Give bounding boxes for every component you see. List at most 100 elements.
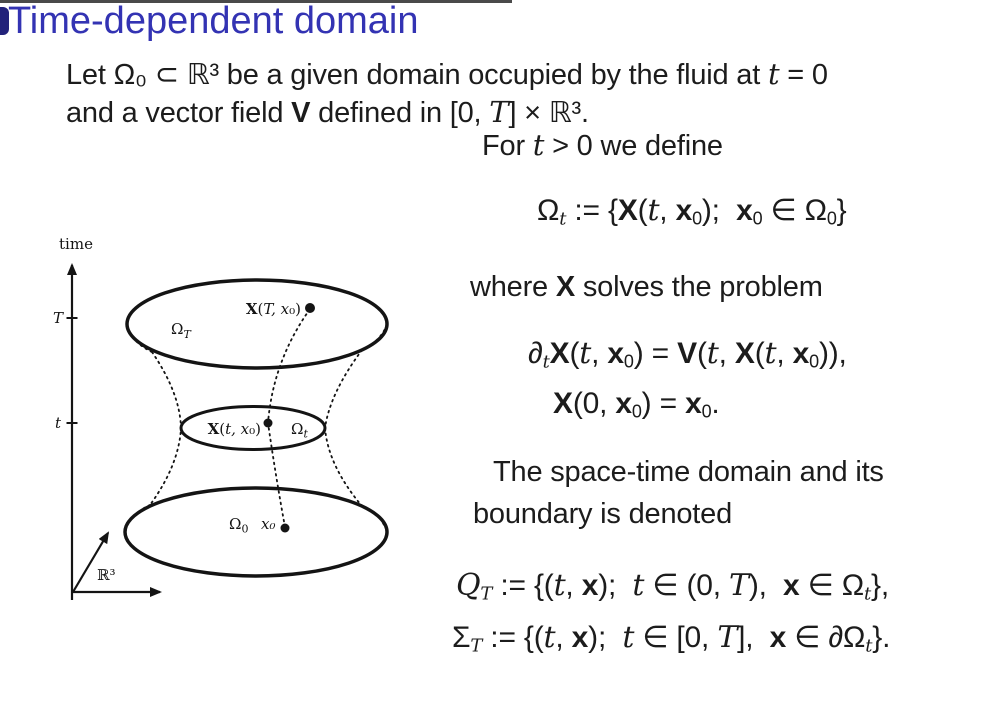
math-seg: defined in [0, <box>310 97 490 129</box>
math-seg: Let Ω₀ ⊂ ℝ³ be a given domain occupied b… <box>66 59 768 91</box>
math-seg: ∈ ∂Ω <box>786 621 866 654</box>
math-seg: t <box>303 428 308 441</box>
math-seg: ), <box>748 569 784 602</box>
math-seg: , <box>776 337 793 370</box>
math-seg: t <box>764 336 777 371</box>
lateral-boundary-left <box>149 351 182 506</box>
math-seg: x <box>675 194 693 227</box>
math-seg: := {( <box>492 569 554 602</box>
formula-ode: ∂tX(t, x0) = V(t, X(t, x0)), <box>528 336 847 373</box>
math-seg: ) = <box>641 387 686 420</box>
trajectory-path <box>267 308 311 528</box>
math-seg: where <box>470 271 556 303</box>
math-seg: V <box>291 97 311 129</box>
math-seg: . <box>711 387 720 420</box>
math-seg: X <box>555 271 575 303</box>
math-seg: T <box>183 328 192 341</box>
math-seg: t, x <box>225 420 250 438</box>
math-seg: ∂ <box>528 337 543 370</box>
corner-glyph <box>0 7 9 35</box>
intro-line-2: and a vector field V defined in [0, T] ×… <box>66 95 589 131</box>
math-seg: x <box>685 387 702 420</box>
math-seg: T <box>489 95 509 129</box>
math-seg: 0 <box>631 401 642 422</box>
point-X-T-x0 <box>305 303 315 313</box>
math-seg: = 0 <box>779 59 828 91</box>
math-seg: ₀ <box>268 515 275 533</box>
math-seg: ( <box>754 337 765 370</box>
math-seg: ∈ (0, <box>644 569 730 602</box>
math-seg: T, x <box>263 300 289 318</box>
spacetime-line-1: The space-time domain and its <box>493 456 884 488</box>
math-seg: x <box>607 337 624 370</box>
label-X-t-x0: X(t, x₀) <box>208 420 261 438</box>
math-seg: )), <box>818 337 847 370</box>
point-x0 <box>280 523 290 533</box>
math-seg: t <box>706 336 719 371</box>
label-X-T-x0: X(T, x₀) <box>246 300 301 318</box>
math-seg: 0 <box>692 208 702 229</box>
math-seg: Ω <box>171 320 183 338</box>
spacetime-diagram: time T t X(T, x₀) ΩT X(t, x₀) Ωt Ω0 x₀ ℝ… <box>53 235 389 600</box>
math-seg: := {( <box>482 621 544 654</box>
math-seg: Q <box>456 568 481 603</box>
math-seg: ₀) <box>289 300 301 318</box>
math-seg: ( <box>569 337 580 370</box>
label-omega-T: ΩT <box>171 320 192 341</box>
math-seg: t <box>553 568 566 603</box>
math-seg: (0, <box>572 387 616 420</box>
math-seg: t <box>542 351 550 373</box>
math-seg: ); <box>701 194 737 227</box>
math-seg: t <box>622 620 635 655</box>
math-seg: t <box>559 208 567 230</box>
math-seg: ], <box>737 621 770 654</box>
math-seg: ( <box>637 194 648 227</box>
formula-omega-t: Ωt := {X(t, x0); x0 ∈ Ω0} <box>537 193 847 230</box>
lateral-boundary-right <box>324 349 363 506</box>
math-seg: x <box>792 337 810 370</box>
math-seg: X <box>553 387 573 420</box>
math-seg: T <box>470 635 483 657</box>
math-seg: , <box>591 337 608 370</box>
math-seg: t <box>647 193 660 228</box>
math-seg: x <box>736 194 753 227</box>
math-seg: ); <box>588 621 623 654</box>
math-seg: x <box>581 569 599 602</box>
formula-QT: QT := {(t, x); t ∈ (0, T), x ∈ Ωt}, <box>456 568 889 605</box>
math-seg: t <box>579 336 592 371</box>
formula-SigmaT: ΣT := {(t, x); t ∈ [0, T], x ∈ ∂Ωt}. <box>452 620 890 657</box>
math-seg: solves the problem <box>575 271 823 303</box>
where-line: where X solves the problem <box>470 270 823 305</box>
ellipse-omega-t <box>179 405 327 451</box>
math-seg: ); <box>598 569 633 602</box>
math-seg: ∈ Ω <box>799 569 865 602</box>
label-x0: x₀ <box>261 515 275 533</box>
math-seg: x <box>769 621 787 654</box>
label-R3: ℝ³ <box>97 566 115 584</box>
spacetime-line-2: boundary is denoted <box>473 498 733 530</box>
page-title: Time-dependent domain <box>8 0 419 42</box>
math-seg: , <box>718 337 735 370</box>
math-seg: ∈ Ω <box>762 194 828 227</box>
math-seg: t <box>767 57 780 91</box>
math-seg: , <box>659 194 676 227</box>
math-seg: X <box>549 337 570 370</box>
math-seg: V <box>677 337 697 370</box>
math-seg: Ω <box>291 420 303 438</box>
math-seg: x <box>261 515 270 533</box>
math-seg: T <box>729 568 749 603</box>
math-seg: T <box>480 583 493 605</box>
math-seg: T <box>717 620 738 655</box>
math-seg: 0 <box>241 523 248 536</box>
math-seg: Ω <box>229 515 241 533</box>
math-seg: 0 <box>623 351 634 372</box>
math-seg: t <box>632 568 645 603</box>
math-seg: ) = <box>633 337 678 370</box>
math-seg: 0 <box>826 208 837 229</box>
math-seg: }, <box>871 569 889 602</box>
math-seg: x <box>571 621 589 654</box>
math-seg: X <box>734 337 755 370</box>
math-seg: ∈ [0, <box>634 621 718 654</box>
space-axis-diagonal <box>72 531 110 593</box>
